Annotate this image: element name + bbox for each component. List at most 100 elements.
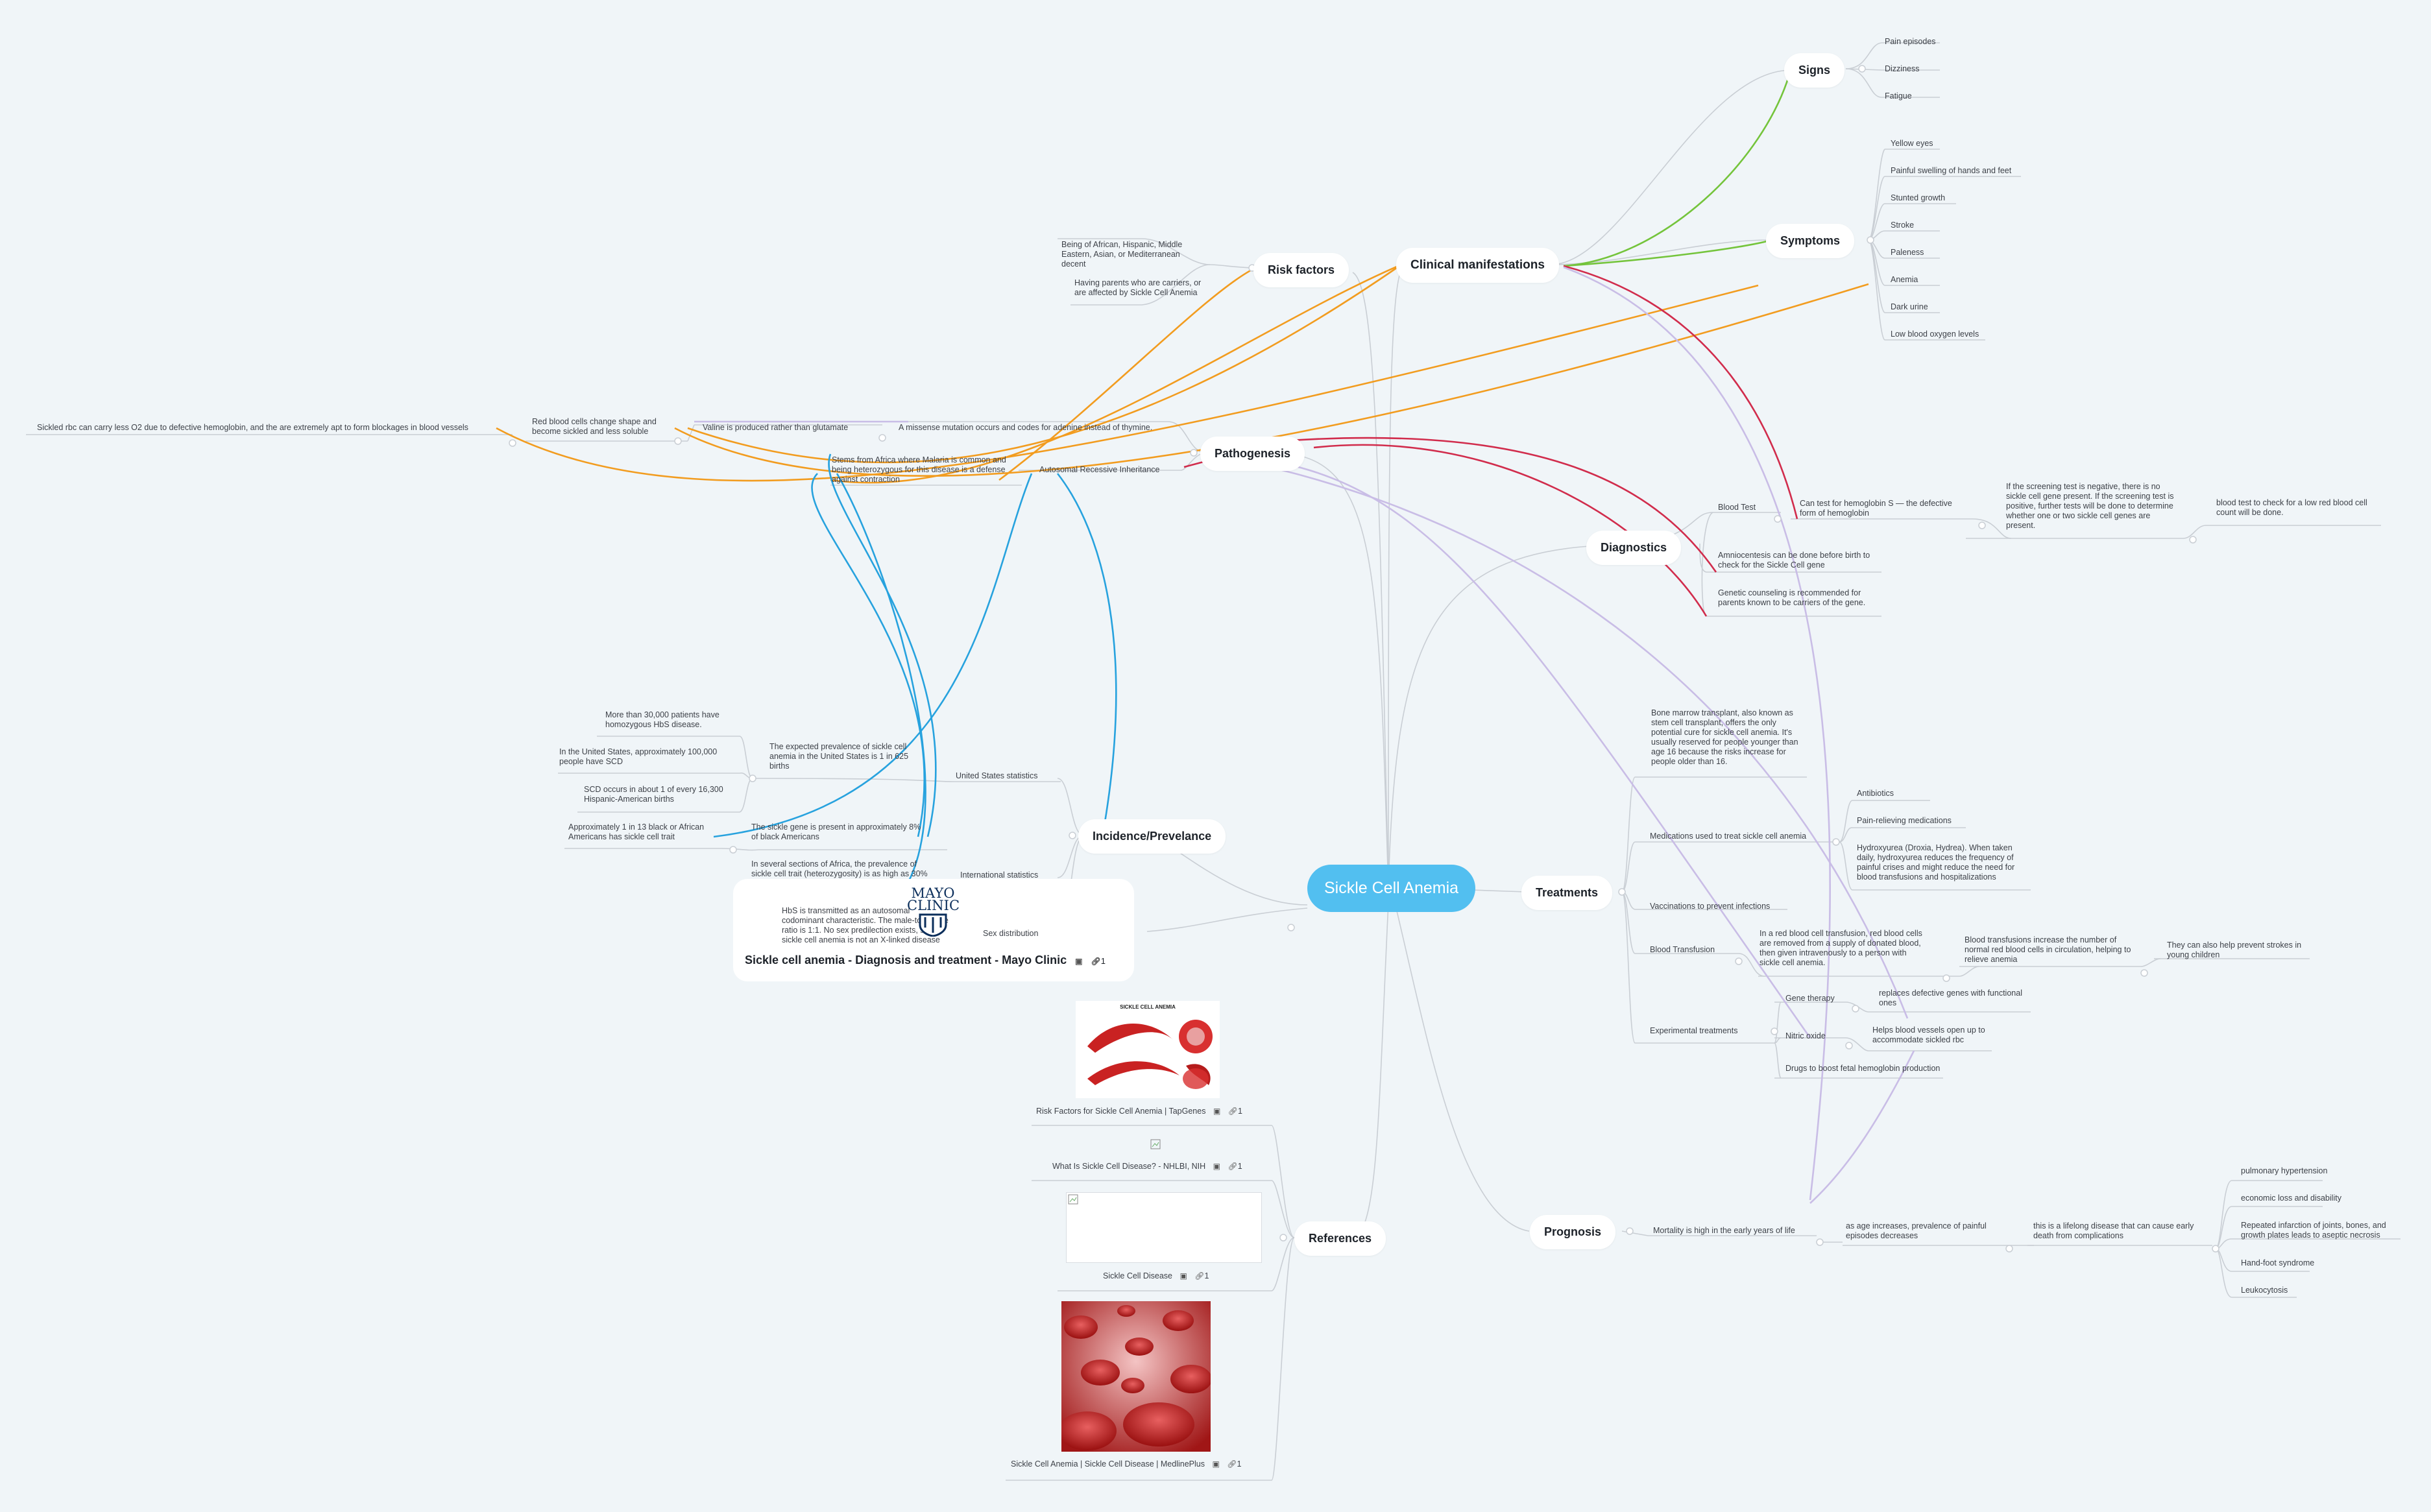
root-topic[interactable]: Sickle Cell Anemia — [1307, 865, 1476, 912]
prognosis-leukocytosis[interactable]: Leukocytosis — [2241, 1286, 2288, 1295]
symptom-yellow-eyes[interactable]: Yellow eyes — [1891, 139, 1933, 148]
image-icon[interactable]: ▣ — [1213, 1107, 1221, 1116]
prognosis-aseptic-necrosis[interactable]: Repeated infarction of joints, bones, an… — [2241, 1221, 2386, 1240]
treatment-vaccinations[interactable]: Vaccinations to prevent infections — [1650, 902, 1771, 911]
incidence-expected-prevalence[interactable]: The expected prevalence of sickle cell a… — [769, 742, 909, 771]
reference-medlineplus[interactable]: Sickle Cell Anemia | Sickle Cell Disease… — [1011, 1459, 1241, 1469]
symptom-low-oxygen[interactable]: Low blood oxygen levels — [1891, 330, 1979, 339]
treatment-hydroxyurea[interactable]: Hydroxyurea (Droxia, Hydrea). When taken… — [1857, 843, 2015, 882]
sign-pain-episodes[interactable]: Pain episodes — [1885, 37, 1936, 46]
incidence-sex-distribution[interactable]: Sex distribution — [983, 929, 1039, 938]
mayo-clinic-logo: MAYO CLINIC — [907, 885, 960, 937]
link-icon[interactable]: 🔗︎ — [1091, 957, 1101, 966]
mayo-clinic-title[interactable]: Sickle cell anemia - Diagnosis and treat… — [745, 954, 1106, 967]
link-icon[interactable]: 🔗︎ — [1228, 1162, 1238, 1171]
incidence-hbs-transmission[interactable]: HbS is transmitted as an autosomal codom… — [782, 906, 949, 944]
topic-incidence-prevelance[interactable]: Incidence/Prevelance — [1078, 819, 1226, 854]
pathogenesis-valine[interactable]: Valine is produced rather than glutamate — [703, 423, 849, 432]
relation-lavender-5 — [1809, 1050, 1915, 1204]
symptom-painful-swelling[interactable]: Painful swelling of hands and feet — [1891, 166, 2012, 175]
prognosis-age[interactable]: as age increases, prevalence of painful … — [1846, 1221, 1987, 1240]
treatment-gene-therapy[interactable]: Gene therapy — [1785, 994, 1835, 1003]
pathogenesis-autosomal[interactable]: Autosomal Recessive Inheritance — [1039, 465, 1160, 474]
mayo-logo-line1: MAYO — [911, 885, 955, 901]
topic-diagnostics[interactable]: Diagnostics — [1586, 531, 1682, 565]
treatment-medications[interactable]: Medications used to treat sickle cell an… — [1650, 832, 1807, 841]
incidence-international-statistics[interactable]: International statistics — [960, 870, 1039, 880]
topic-risk-factors[interactable]: Risk factors — [1253, 253, 1349, 287]
incidence-us-100000[interactable]: In the United States, approximately 100,… — [559, 747, 718, 766]
topic-references[interactable]: References — [1294, 1221, 1386, 1256]
prognosis-mortality[interactable]: Mortality is high in the early years of … — [1653, 1226, 1795, 1235]
reference-image-tapgenes[interactable]: SICKLE CELL ANEMIA — [1076, 1001, 1220, 1098]
image-icon[interactable]: ▣ — [1179, 1271, 1187, 1280]
pathogenesis-sickled-rbc[interactable]: Sickled rbc can carry less O2 due to def… — [37, 423, 468, 432]
treatment-prevent-strokes[interactable]: They can also help prevent strokes in yo… — [2167, 941, 2302, 959]
prognosis-economic-loss[interactable]: economic loss and disability — [2241, 1194, 2341, 1203]
link-icon[interactable]: 🔗︎ — [1194, 1271, 1205, 1280]
pathogenesis-missense[interactable]: A missense mutation occurs and codes for… — [899, 423, 1153, 432]
treatment-experimental[interactable]: Experimental treatments — [1650, 1026, 1738, 1035]
edge-root-risk — [1352, 272, 1389, 889]
topic-treatments[interactable]: Treatments — [1521, 876, 1613, 910]
relation-lavender-2 — [1213, 453, 1811, 1038]
relation-green-1 — [1563, 69, 1792, 267]
treatment-nitric-oxide-description[interactable]: Helps blood vessels open up to accommoda… — [1872, 1026, 1985, 1044]
prognosis-lifelong[interactable]: this is a lifelong disease that can caus… — [2033, 1221, 2194, 1240]
incidence-more-than-30000[interactable]: More than 30,000 patients have homozygou… — [605, 710, 720, 729]
treatment-fetal-hemoglobin[interactable]: Drugs to boost fetal hemoglobin producti… — [1785, 1064, 1941, 1073]
topic-symptoms[interactable]: Symptoms — [1766, 224, 1855, 258]
incidence-us-statistics[interactable]: United States statistics — [956, 771, 1038, 780]
diagnostics-low-count[interactable]: blood test to check for a low red blood … — [2216, 498, 2367, 517]
diagnostics-amniocentesis[interactable]: Amniocentesis can be done before birth t… — [1718, 551, 1870, 570]
risk-ancestry[interactable]: Being of African, Hispanic, Middle Easte… — [1061, 240, 1183, 269]
reference-tapgenes-count: 1 — [1238, 1107, 1242, 1116]
image-icon[interactable]: ▣ — [1075, 957, 1083, 966]
pathogenesis-malaria[interactable]: Stems from Africa where Malaria is commo… — [832, 455, 1006, 484]
symptom-anemia[interactable]: Anemia — [1891, 275, 1918, 284]
incidence-1-in-13[interactable]: Approximately 1 in 13 black or African A… — [568, 822, 705, 841]
diagnostics-hemoglobin-s[interactable]: Can test for hemoglobin S — the defectiv… — [1800, 499, 1952, 518]
diagnostics-genetic-counseling[interactable]: Genetic counseling is recommended for pa… — [1718, 588, 1866, 607]
reference-nhlbi-label: What Is Sickle Cell Disease? - NHLBI, NI… — [1052, 1162, 1206, 1171]
reference-nhlbi[interactable]: What Is Sickle Cell Disease? - NHLBI, NI… — [1052, 1162, 1242, 1171]
reference-image-medlineplus[interactable] — [1061, 1301, 1211, 1452]
topic-clinical-manifestations[interactable]: Clinical manifestations — [1396, 248, 1559, 283]
prognosis-pulmonary-hypertension[interactable]: pulmonary hypertension — [2241, 1166, 2328, 1175]
treatment-nitric-oxide[interactable]: Nitric oxide — [1785, 1031, 1826, 1040]
topic-pathogenesis[interactable]: Pathogenesis — [1200, 437, 1305, 471]
topic-prognosis[interactable]: Prognosis — [1530, 1215, 1616, 1249]
link-icon[interactable]: 🔗︎ — [1228, 1107, 1238, 1116]
treatment-gene-therapy-description[interactable]: replaces defective genes with functional… — [1879, 989, 2022, 1007]
incidence-8-percent[interactable]: The sickle gene is present in approximat… — [751, 822, 921, 841]
diagnostics-screening[interactable]: If the screening test is negative, there… — [2006, 482, 2174, 530]
pathogenesis-rbc-change[interactable]: Red blood cells change shape and become … — [532, 417, 657, 436]
incidence-hispanic[interactable]: SCD occurs in about 1 of every 16,300 Hi… — [584, 785, 723, 804]
symptom-stroke[interactable]: Stroke — [1891, 221, 1915, 230]
edge-root-mayo — [1146, 907, 1308, 932]
image-icon[interactable]: ▣ — [1212, 1459, 1220, 1469]
treatment-bone-marrow[interactable]: Bone marrow transplant, also known as st… — [1651, 708, 1798, 766]
treatment-pain-relieving[interactable]: Pain-relieving medications — [1857, 816, 1952, 825]
symptom-dark-urine[interactable]: Dark urine — [1891, 302, 1928, 311]
incidence-africa[interactable]: In several sections of Africa, the preva… — [751, 859, 928, 878]
reference-sickle-cell-disease[interactable]: Sickle Cell Disease ▣ 🔗︎1 — [1103, 1271, 1209, 1280]
sign-fatigue[interactable]: Fatigue — [1885, 91, 1912, 101]
symptom-paleness[interactable]: Paleness — [1891, 248, 1924, 257]
reference-sickle-cell-disease-label: Sickle Cell Disease — [1103, 1271, 1172, 1280]
treatment-antibiotics[interactable]: Antibiotics — [1857, 789, 1894, 798]
link-icon[interactable]: 🔗︎ — [1227, 1459, 1237, 1469]
reference-image-placeholder[interactable] — [1066, 1192, 1262, 1263]
sign-dizziness[interactable]: Dizziness — [1885, 64, 1920, 73]
diagnostics-blood-test[interactable]: Blood Test — [1718, 503, 1756, 512]
risk-parents[interactable]: Having parents who are carriers, or are … — [1074, 278, 1202, 297]
relation-lavender-3 — [1563, 266, 1831, 1201]
prognosis-hand-foot-syndrome[interactable]: Hand-foot syndrome — [2241, 1258, 2315, 1267]
treatment-blood-transfusion[interactable]: Blood Transfusion — [1650, 945, 1715, 954]
symptom-stunted-growth[interactable]: Stunted growth — [1891, 193, 1946, 202]
treatment-transfusion-increase[interactable]: Blood transfusions increase the number o… — [1965, 935, 2131, 964]
topic-signs[interactable]: Signs — [1784, 53, 1845, 88]
treatment-transfusion-description[interactable]: In a red blood cell transfusion, red blo… — [1760, 929, 1922, 967]
image-icon[interactable]: ▣ — [1213, 1162, 1221, 1171]
reference-tapgenes[interactable]: Risk Factors for Sickle Cell Anemia | Ta… — [1036, 1107, 1242, 1116]
